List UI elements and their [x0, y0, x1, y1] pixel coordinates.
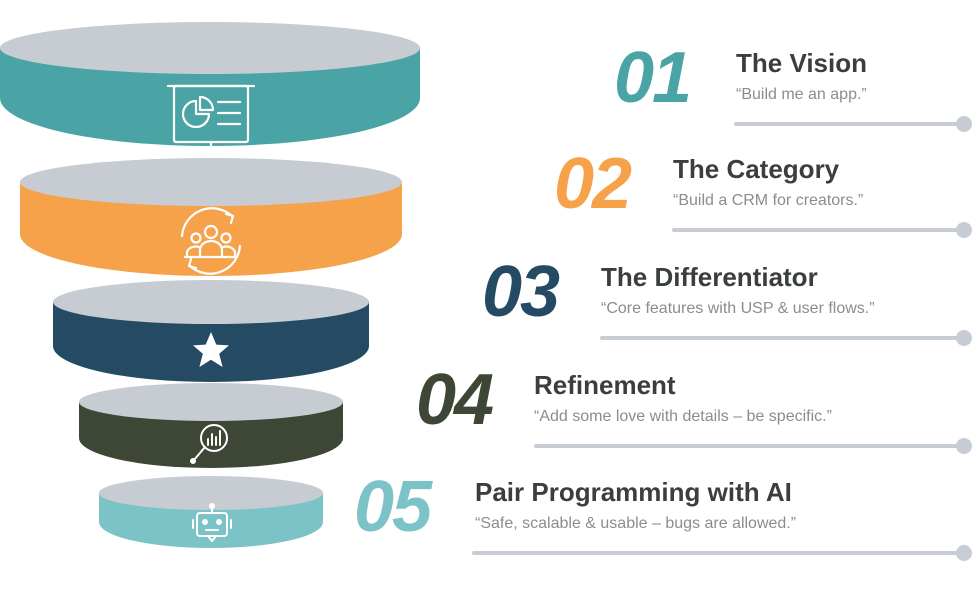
- step-1: 01 The Vision “Build me an app.”: [612, 42, 975, 134]
- step-3-connector-dot: [956, 330, 972, 346]
- step-4-number: 04: [416, 360, 494, 440]
- funnel-diagram: [0, 22, 420, 548]
- robot-chat-icon: [192, 503, 232, 542]
- step-4-description: “Add some love with details – be specifi…: [534, 408, 832, 425]
- step-4: 04 Refinement “Add some love with detail…: [414, 364, 975, 456]
- funnel-layer-5: [99, 476, 323, 548]
- step-1-title: The Vision: [736, 48, 867, 78]
- step-2-number: 02: [554, 144, 632, 224]
- step-5-connector-dot: [956, 545, 972, 561]
- funnel-layer-4: [79, 383, 343, 468]
- step-4-connector-dot: [956, 438, 972, 454]
- step-2-connector-dot: [956, 222, 972, 238]
- funnel-layer-2-top: [20, 158, 402, 206]
- funnel-layer-3-top: [53, 280, 369, 324]
- step-3-number: 03: [482, 252, 560, 332]
- step-1-connector-dot: [956, 116, 972, 132]
- step-5-description: “Safe, scalable & usable – bugs are allo…: [475, 515, 797, 532]
- step-2-connector-line: [672, 228, 964, 232]
- step-2-description: “Build a CRM for creators.”: [673, 192, 864, 209]
- funnel-layer-3: [53, 280, 369, 382]
- team-cycle-icon: [180, 207, 242, 275]
- funnel-layer-2-band: [20, 182, 402, 276]
- funnel-layer-5-top: [99, 476, 323, 510]
- step-5: 05 Pair Programming with AI “Safe, scala…: [352, 471, 975, 563]
- step-1-description: “Build me an app.”: [736, 86, 867, 103]
- step-2: 02 The Category “Build a CRM for creator…: [552, 148, 975, 240]
- step-4-connector-line: [534, 444, 964, 448]
- step-1-connector-line: [734, 122, 964, 126]
- step-4-title: Refinement: [534, 370, 676, 400]
- step-1-number: 01: [614, 38, 692, 118]
- star-icon: [193, 332, 229, 367]
- step-5-title: Pair Programming with AI: [475, 477, 792, 507]
- funnel-layer-1-top: [0, 22, 420, 74]
- presentation-board-icon: [166, 84, 256, 158]
- step-3: 03 The Differentiator “Core features wit…: [480, 256, 975, 348]
- step-2-title: The Category: [673, 154, 840, 184]
- step-3-connector-line: [600, 336, 964, 340]
- funnel-layer-4-top: [79, 383, 343, 421]
- funnel-layer-2: [20, 158, 402, 276]
- funnel-layer-1: [0, 22, 420, 158]
- chart-magnifier-icon: [190, 424, 228, 464]
- step-3-description: “Core features with USP & user flows.”: [601, 300, 875, 317]
- step-5-number: 05: [354, 467, 432, 547]
- funnel-layer-1-band: [0, 48, 420, 146]
- step-5-connector-line: [472, 551, 964, 555]
- step-3-title: The Differentiator: [601, 262, 818, 292]
